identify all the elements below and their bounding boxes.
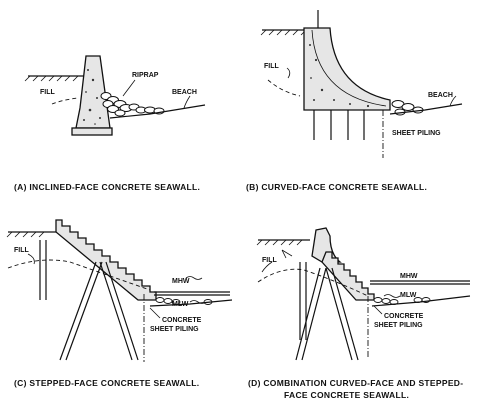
panel-d-fill-line (257, 268, 369, 297)
panel-b-beach-label: BEACH (428, 92, 453, 99)
panel-b-piles (313, 110, 365, 140)
panel-a-ground (24, 75, 85, 82)
panel-b-wall (303, 27, 391, 111)
panel-b-fill-label: FILL (264, 63, 279, 70)
panel-c-mhw-label: MHW (172, 278, 190, 285)
panel-b-curve-inner (311, 29, 387, 107)
panel-c-stepped-seawall: FILL MHW MLW CONCRETE SHEET PILING (C) S… (6, 219, 233, 388)
panel-d-fill-leader (261, 261, 273, 273)
panel-d-seabed-line (371, 295, 471, 307)
panel-d-fill-arrow (281, 249, 293, 259)
panel-b-beach-leader (449, 95, 457, 107)
panel-a-caption: (A) INCLINED-FACE CONCRETE SEAWALL. (14, 182, 200, 192)
panel-d-water-levels (370, 280, 470, 298)
panel-c-ground (6, 231, 56, 238)
panel-a-concrete-texture (83, 69, 101, 125)
panel-b-fill-leader (286, 67, 291, 79)
panel-a-fill-line (51, 97, 79, 105)
panel-d-ground (256, 239, 310, 246)
panel-a-beach-leader (183, 95, 191, 109)
panel-b-fill-line (267, 79, 301, 97)
panel-a-wall (75, 55, 111, 129)
panel-c-stepped-face (55, 219, 157, 301)
panel-a-footing (71, 127, 113, 136)
panel-c-water-levels (154, 276, 230, 304)
panel-c-mlw-label: MLW (172, 301, 189, 308)
panel-c-piles (39, 240, 139, 361)
panel-a-beach-label: BEACH (172, 89, 197, 96)
panel-d-mlw-label: MLW (400, 292, 417, 299)
panel-c-seabed-line (149, 299, 233, 307)
panel-c-caption: (C) STEPPED-FACE CONCRETE SEAWALL. (14, 378, 199, 388)
panel-c-fill-line (7, 259, 151, 291)
panel-c-sheet-piling-label: SHEET PILING (150, 326, 199, 333)
panel-d-concrete-label: CONCRETE (384, 313, 424, 320)
panel-d-caption-line2: FACE CONCRETE SEAWALL. (284, 390, 409, 400)
panel-d-combination-seawall: FILL MHW MLW CONCRETE SHEET PILING (D) C… (248, 227, 471, 400)
panel-a-beach-line (109, 104, 206, 119)
panel-c-concrete-leader (149, 307, 161, 319)
panel-a-riprap-label: RIPRAP (132, 72, 159, 79)
panel-c-fill-leader (27, 253, 35, 265)
panel-a-riprap-stones (100, 92, 165, 117)
panel-d-stepped-face (321, 251, 375, 301)
panel-d-fill-label: FILL (262, 257, 277, 264)
panel-a-inclined-seawall: FILL RIPRAP BEACH (A) INCLINED-FACE CONC… (14, 55, 206, 192)
panel-b-beach-line (389, 103, 463, 115)
panel-a-fill-label: FILL (40, 89, 55, 96)
panel-c-fill-label: FILL (14, 247, 29, 254)
panel-d-sheet-piling-label: SHEET PILING (374, 322, 423, 329)
panel-d-mhw-label: MHW (400, 273, 418, 280)
panel-c-concrete-label: CONCRETE (162, 317, 202, 324)
panel-a-riprap-leader (122, 79, 136, 97)
panel-d-caption-line1: (D) COMBINATION CURVED-FACE AND STEPPED- (248, 378, 463, 388)
panel-b-concrete-texture (309, 44, 370, 108)
panel-b-sheet-piling-label: SHEET PILING (392, 130, 441, 137)
panel-d-concrete-leader (373, 305, 383, 315)
panel-b-caption: (B) CURVED-FACE CONCRETE SEAWALL. (246, 182, 427, 192)
panel-b-curved-seawall: FILL BEACH SHEET PILING (B) CURVED-FACE … (246, 10, 463, 192)
panel-d-piles (295, 262, 359, 361)
